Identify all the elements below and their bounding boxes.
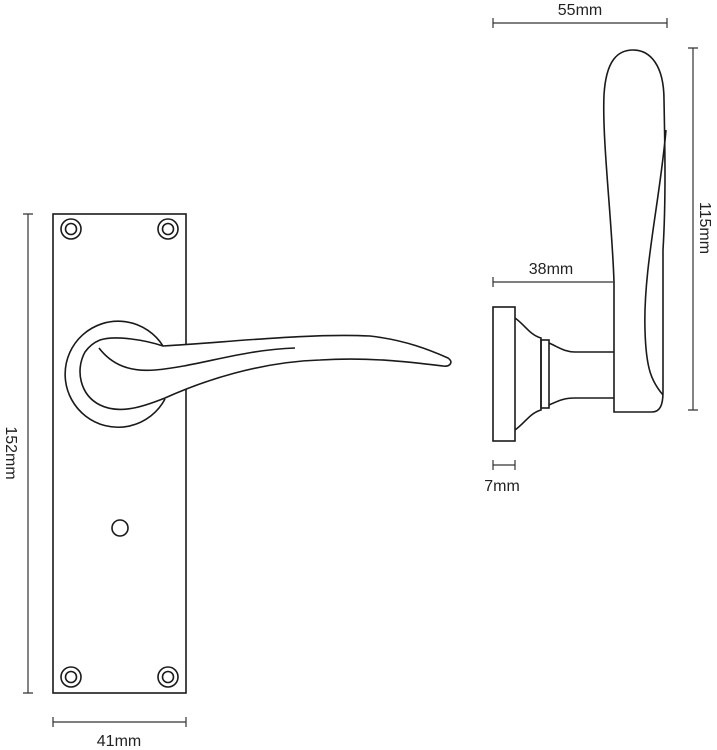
- dim-label-115mm: 115mm: [696, 202, 713, 254]
- lever-ridge: [98, 347, 296, 372]
- screw-bottom-left: [60, 666, 82, 688]
- screw-top-right: [157, 218, 179, 240]
- turn-spindle: [111, 519, 129, 537]
- collar: [540, 339, 550, 409]
- shank: [548, 342, 614, 406]
- rose-side: [492, 306, 516, 442]
- side-view: [492, 49, 667, 442]
- front-view: [52, 213, 452, 694]
- lever-side-edge: [644, 129, 667, 396]
- dim-label-152mm: 152mm: [2, 426, 19, 479]
- screw-top-left: [60, 218, 82, 240]
- dim-55mm: 55mm: [492, 2, 668, 28]
- dim-label-55mm: 55mm: [558, 2, 602, 19]
- dim-label-38mm: 38mm: [529, 261, 573, 278]
- lever: [79, 334, 452, 411]
- dim-152mm: 152mm: [2, 213, 33, 694]
- lever-side: [602, 49, 666, 413]
- dim-115mm: 115mm: [688, 47, 713, 411]
- dim-38mm: 38mm: [492, 261, 614, 287]
- dim-7mm: 7mm: [484, 460, 520, 495]
- screw-bottom-right: [157, 666, 179, 688]
- dim-label-7mm: 7mm: [484, 478, 520, 495]
- dim-41mm: 41mm: [52, 717, 187, 750]
- rose-neck: [514, 317, 542, 431]
- rose: [64, 320, 166, 428]
- dim-label-41mm: 41mm: [97, 733, 141, 750]
- backplate: [52, 213, 187, 694]
